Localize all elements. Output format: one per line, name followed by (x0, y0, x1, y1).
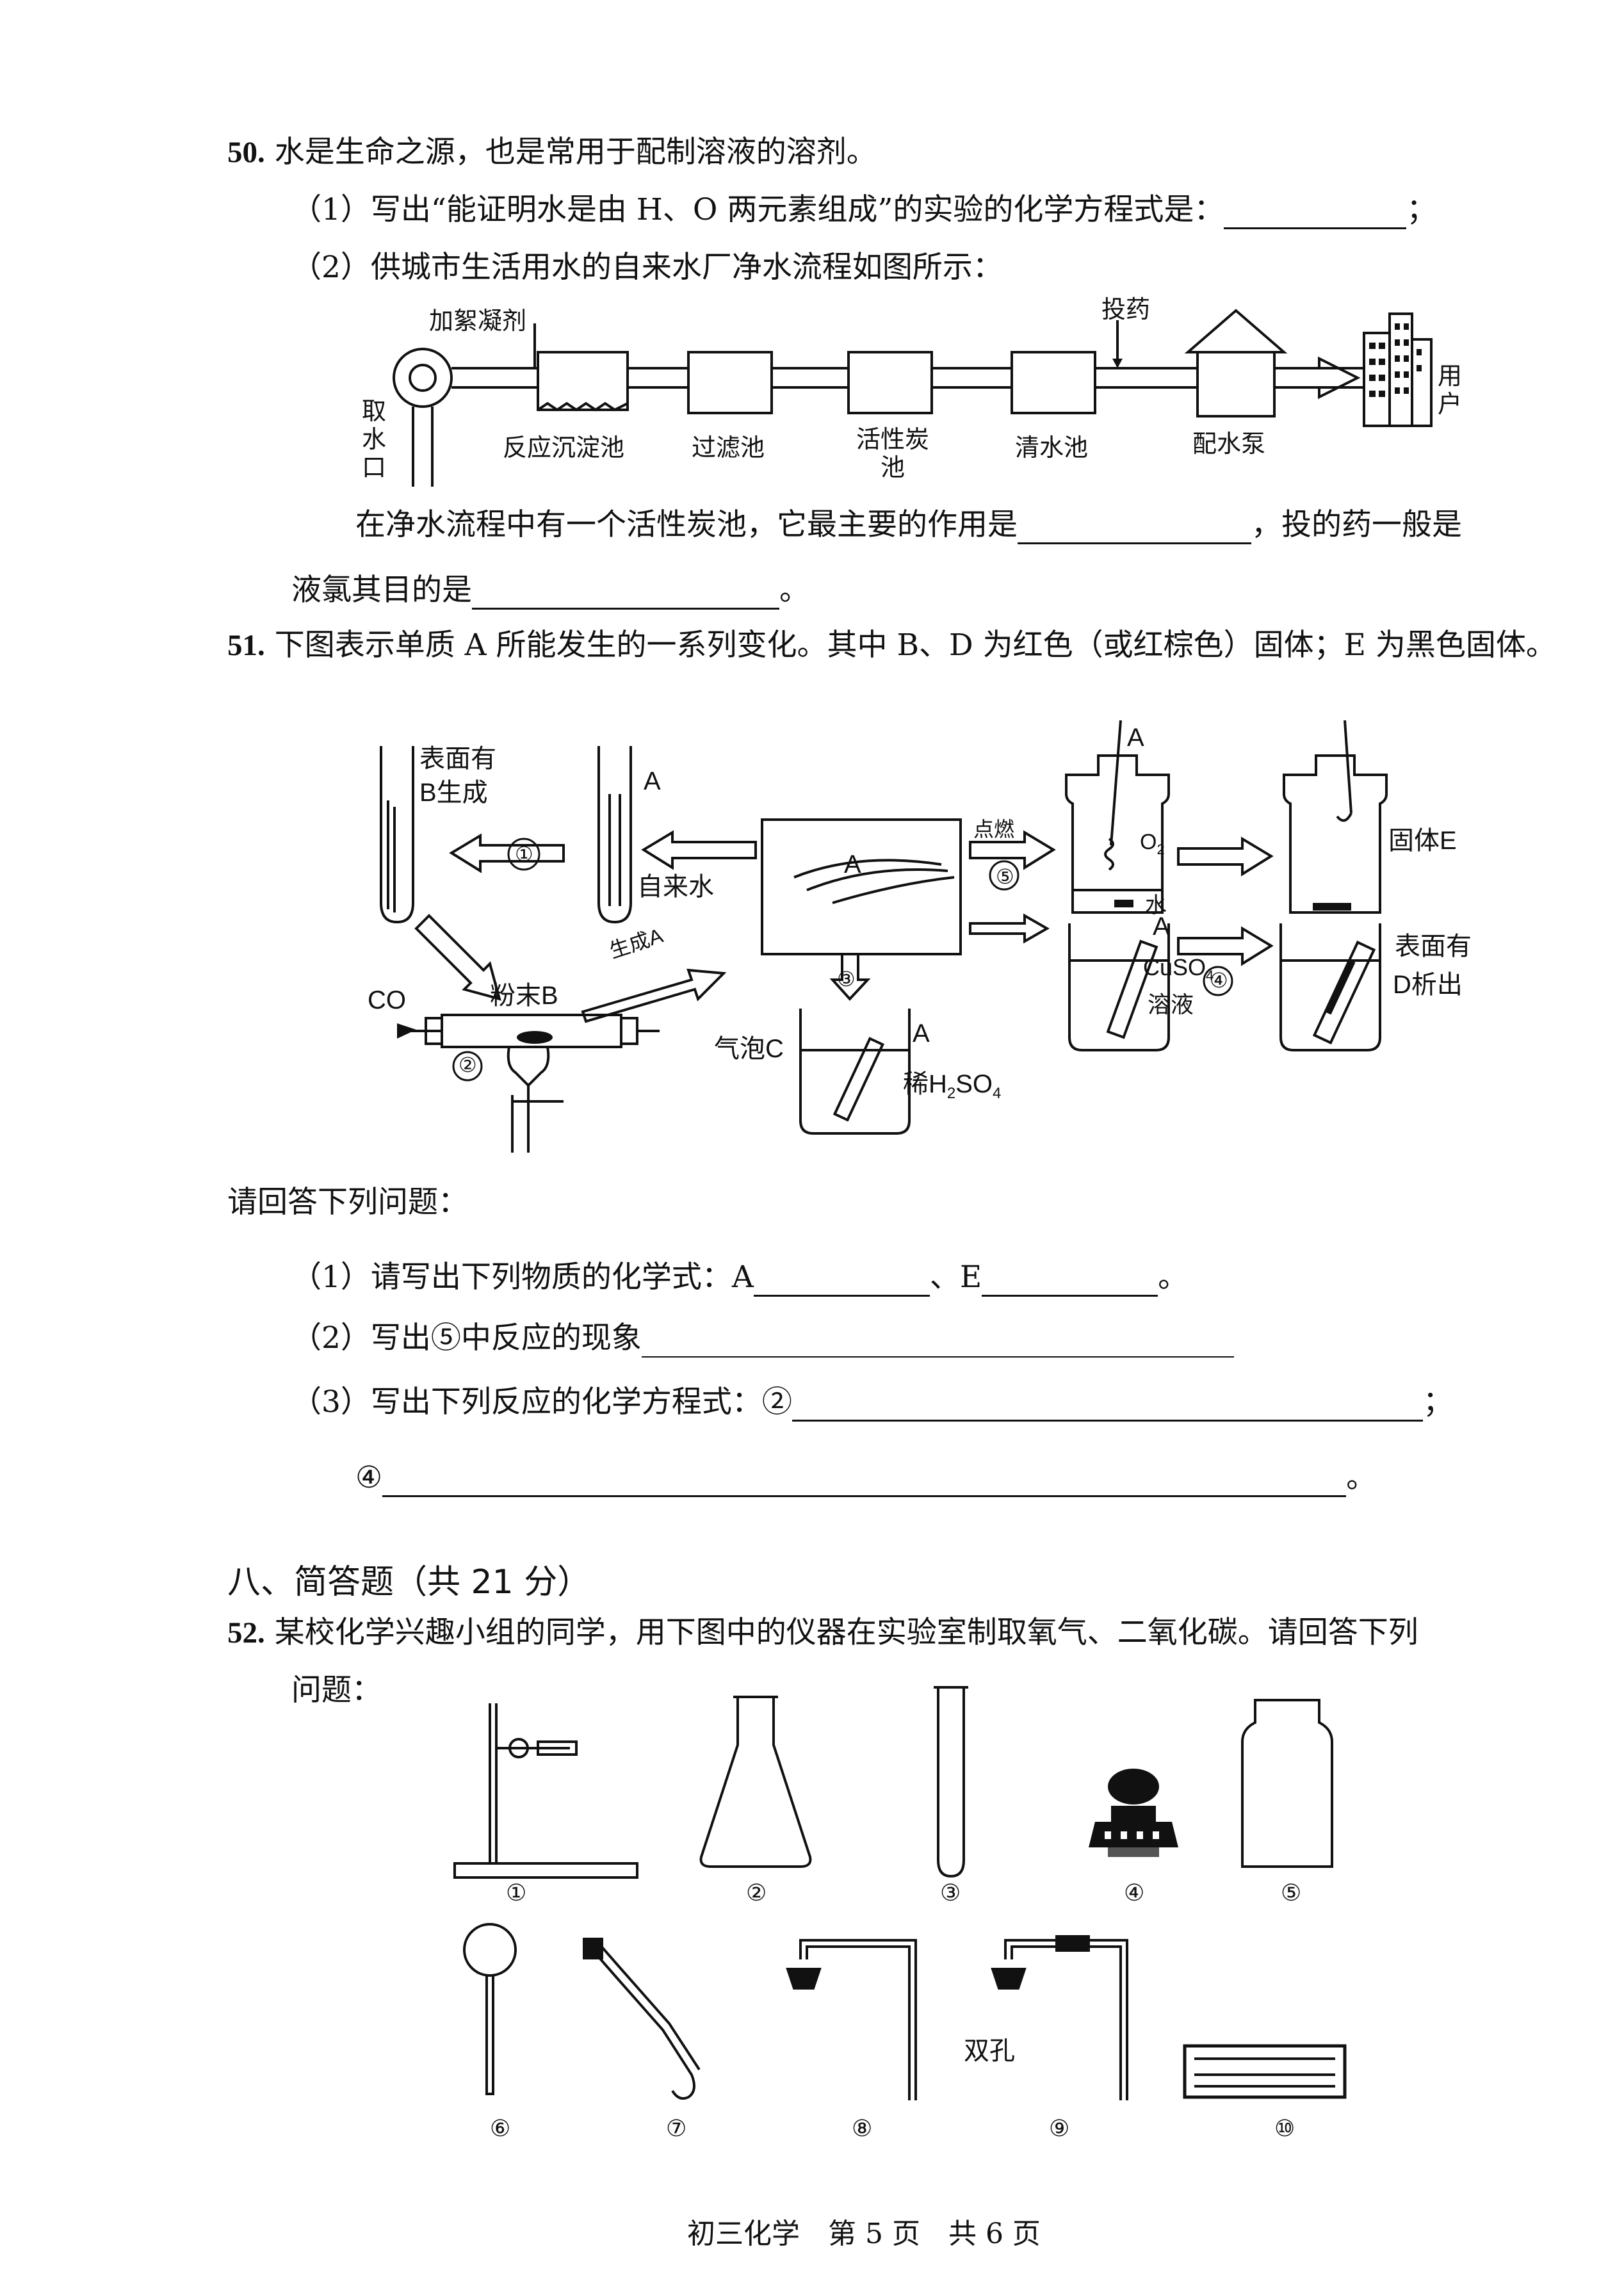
label-bubble-c: 气泡C (714, 1035, 784, 1063)
q50-part1: （1）写出“能证明水是由 H、O 两元素组成”的实验的化学方程式是： ； (291, 191, 1436, 229)
q50-stem: 50. 水是生命之源，也是常用于配制溶液的溶剂。 (227, 133, 877, 172)
q51-part3-text: （3）写出下列反应的化学方程式：② (291, 1384, 792, 1420)
step-5: ⑤ (996, 865, 1014, 888)
users-label: 用户 (1438, 362, 1463, 418)
label-surface-d-1: 表面有 (1395, 932, 1472, 961)
q51-part3b-text: ④ (355, 1460, 383, 1495)
q50-text-a: 在净水流程中有一个活性炭池，它最主要的作用是 (355, 507, 1018, 542)
apparatus-6: ⑥ (490, 2115, 511, 2141)
apparatus-row-2 (463, 1923, 1347, 2100)
apparatus-4: ④ (1124, 1879, 1145, 1906)
q51-part1-text: （1）请写出下列物质的化学式：A (291, 1260, 754, 1295)
q50-part1-end: ； (1406, 192, 1437, 227)
q51-part1-mid: 、E (929, 1260, 982, 1295)
apparatus-row-1 (453, 1686, 1333, 1879)
page-footer: 初三化学 第 5 页 共 6 页 (687, 2218, 1041, 2250)
q50-text-c: 液氯其目的是 (291, 572, 472, 608)
tank-clearwater: 清水池 (1015, 434, 1089, 462)
label-a-cuso4: A (1153, 912, 1170, 941)
label-tap-water: 自来水 (637, 873, 714, 901)
tank-filter: 过滤池 (692, 434, 765, 462)
apparatus-3: ③ (940, 1879, 961, 1906)
apparatus-9: ⑨ (1049, 2115, 1070, 2141)
q52-stem-1: 某校化学兴趣小组的同学，用下图中的仪器在实验室制取氧气、二氧化碳。请回答下列 (274, 1615, 1418, 1650)
q50-part2: （2）供城市生活用水的自来水厂净水流程如图所示： (291, 250, 1003, 285)
q51-part3b: ④。 (355, 1459, 1376, 1497)
label-ignite: 点燃 (973, 818, 1015, 841)
q50-number: 50. (227, 136, 265, 169)
q51-part1-end: 。 (1158, 1260, 1189, 1295)
apparatus-8: ⑧ (852, 2115, 873, 2141)
dosing-label: 投药 (1101, 295, 1151, 323)
q51-part2-text: （2）写出⑤中反应的现象 (291, 1320, 642, 1356)
q51-formula-e-blank[interactable] (982, 1267, 1158, 1297)
q51-prompt: 请回答下列问题： (227, 1185, 468, 1220)
q50-part1-blank[interactable] (1224, 199, 1407, 229)
pump-label: 配水泵 (1192, 430, 1266, 458)
q51-formula-a-blank[interactable] (753, 1267, 930, 1297)
label-solid-e: 固体E (1388, 827, 1457, 855)
label-double-hole: 双孔 (964, 2037, 1015, 2065)
water-treatment-diagram (393, 309, 1433, 487)
q50-text-b: ，投的药一般是 (1251, 507, 1462, 542)
apparatus-5: ⑤ (1281, 1879, 1302, 1906)
tank-carbon: 活性炭池 (856, 425, 929, 482)
q52-number: 52. (227, 1616, 265, 1650)
coagulant-label: 加絮凝剂 (429, 307, 527, 335)
q52-stem: 52. 某校化学兴趣小组的同学，用下图中的仪器在实验室制取氧气、二氧化碳。请回答… (227, 1614, 1418, 1652)
label-water: 水 (1145, 893, 1167, 918)
q51-part2: （2）写出⑤中反应的现象 (291, 1319, 1234, 1358)
tank-sedimentation: 反应沉淀池 (503, 434, 625, 462)
apparatus-2: ② (746, 1879, 767, 1906)
q51-number: 51. (227, 629, 265, 662)
label-dilute-acid: 稀H2SO4 (903, 1070, 1002, 1102)
q50-carbon-blank[interactable] (1018, 514, 1251, 544)
label-surface-b-1: 表面有 (419, 745, 496, 773)
q51-phenomenon-blank[interactable] (641, 1328, 1234, 1358)
q50-stem-text: 水是生命之源，也是常用于配制溶液的溶剂。 (274, 134, 877, 170)
apparatus-7: ⑦ (666, 2115, 687, 2141)
label-a-box: A (844, 850, 861, 879)
step-3: ③ (837, 968, 856, 991)
apparatus-10: ⑩ (1274, 2115, 1295, 2141)
q50-part1-text: （1）写出“能证明水是由 H、O 两元素组成”的实验的化学方程式是： (291, 192, 1224, 227)
q51-part3: （3）写出下列反应的化学方程式：② ； (291, 1383, 1453, 1422)
label-cuso4: CuSO4 (1143, 954, 1214, 984)
q50-chlorine-blank[interactable] (472, 580, 779, 610)
q51-part1: （1）请写出下列物质的化学式：A 、E 。 (291, 1258, 1188, 1297)
label-surface-b-2: B生成 (419, 779, 488, 807)
step-1: ① (515, 843, 533, 866)
q51-part3b-end: 。 (1346, 1460, 1377, 1495)
step-4: ④ (1210, 969, 1228, 992)
label-o2: O2 (1140, 830, 1165, 857)
label-a-bottle: A (1127, 724, 1144, 752)
label-powder-b: 粉末B (490, 982, 558, 1010)
label-surface-d-2: D析出 (1393, 971, 1463, 999)
label-solution: 溶液 (1148, 991, 1194, 1018)
q51-part3-end: ； (1422, 1384, 1453, 1420)
label-a-tube: A (644, 767, 661, 795)
q51-equation2-blank[interactable] (792, 1391, 1423, 1422)
intake-label: 取水口 (362, 397, 387, 482)
label-co: CO (368, 986, 406, 1014)
q50-text-c-end: 。 (779, 572, 809, 608)
label-a-beaker: A (913, 1019, 930, 1048)
apparatus-1: ① (506, 1879, 527, 1906)
q50-line-c: 液氯其目的是 。 (291, 571, 809, 610)
reaction-diagram (380, 720, 1388, 1153)
q51-stem-text: 下图表示单质 A 所能发生的一系列变化。其中 B、D 为红色（或红棕色）固体；E… (274, 628, 1556, 663)
step-2: ② (459, 1053, 477, 1076)
q50-line-a: 在净水流程中有一个活性炭池，它最主要的作用是 ，投的药一般是 (355, 506, 1462, 544)
q51-equation4-blank[interactable] (382, 1467, 1347, 1497)
q51-stem: 51. 下图表示单质 A 所能发生的一系列变化。其中 B、D 为红色（或红棕色）… (227, 626, 1556, 665)
q52-stem-2: 问题： (291, 1673, 382, 1708)
section8-heading: 八、简答题（共 21 分） (227, 1563, 591, 1602)
